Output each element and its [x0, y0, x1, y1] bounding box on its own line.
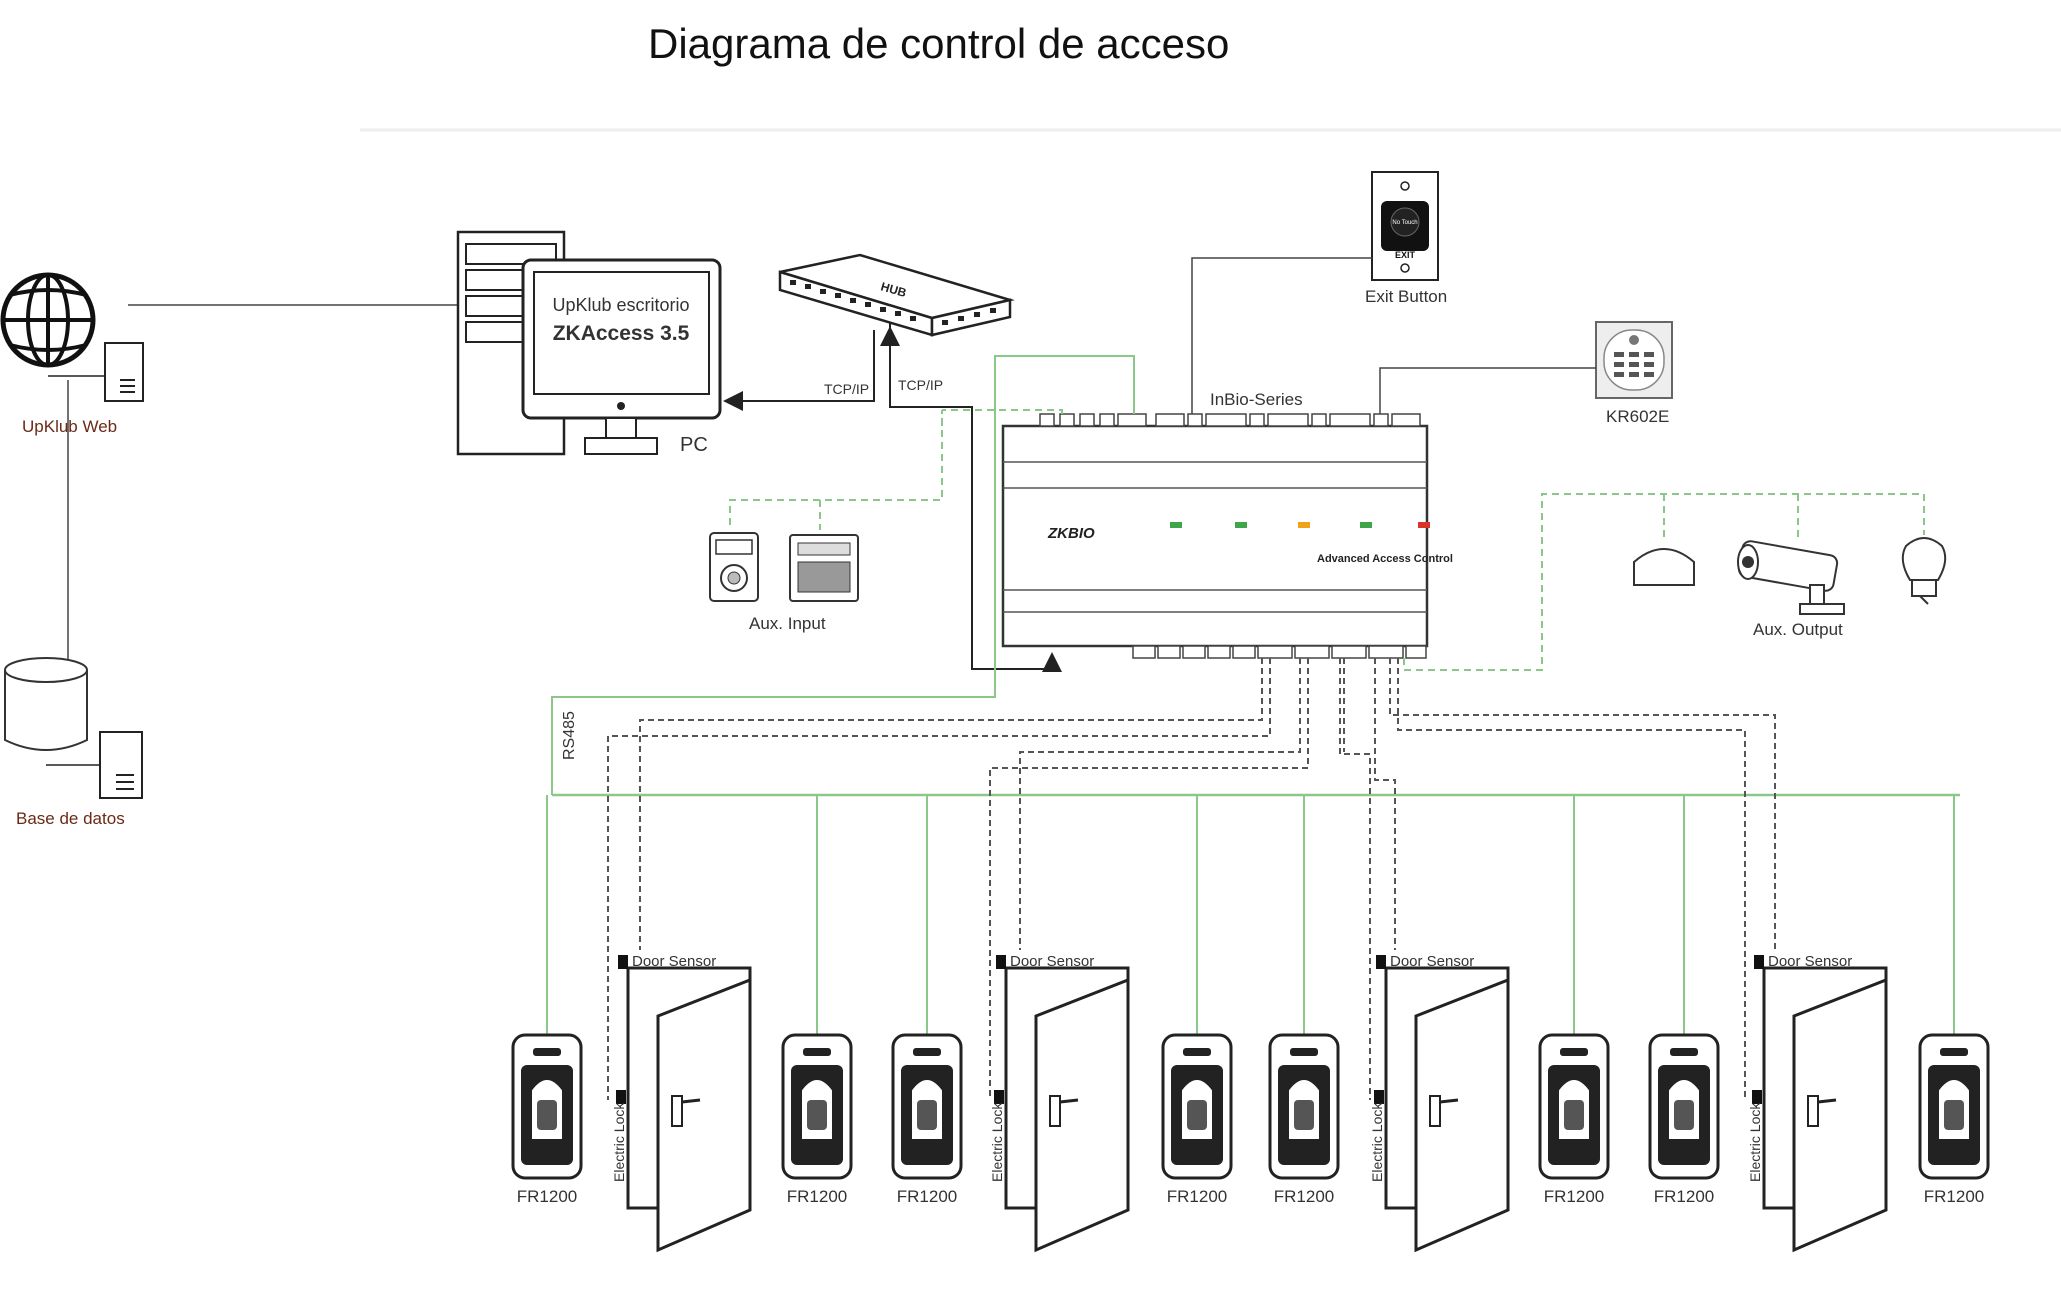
reader-label: FR1200 [897, 1187, 957, 1206]
door-sensor-icon [1754, 955, 1764, 969]
door-icon[interactable] [1752, 955, 1888, 1253]
reader-label: FR1200 [1924, 1187, 1984, 1206]
web-server-icon [104, 342, 144, 402]
exit-button-label: Exit Button [1365, 287, 1447, 306]
globe-icon [0, 272, 96, 368]
pc-screen-line2: ZKAccess 3.5 [553, 322, 690, 345]
door-sensor-label: Door Sensor [632, 953, 716, 970]
door-icon[interactable] [616, 955, 752, 1253]
controller-brand: ZKBIO [1047, 525, 1095, 542]
exit-link [1191, 257, 1372, 425]
keypad-icon [1595, 321, 1673, 399]
reader-label: FR1200 [1544, 1187, 1604, 1206]
door-icon[interactable] [1374, 955, 1510, 1253]
aux-input-sensor-icon [709, 532, 759, 602]
hub-icon: HUB [778, 253, 1015, 337]
reader-label: FR1200 [1654, 1187, 1714, 1206]
rs485-trunk [551, 355, 1135, 795]
reader-drops [546, 795, 1955, 1035]
door-icon[interactable] [994, 955, 1130, 1253]
reader-label: FR1200 [1167, 1187, 1227, 1206]
fingerprint-reader-icon [511, 1033, 583, 1180]
door-sensor-icon [1376, 955, 1386, 969]
door-wiring [607, 658, 1776, 1100]
aux-input-panel-icon [789, 534, 859, 602]
siren-icon [1633, 548, 1695, 586]
fingerprint-reader-icon [1918, 1033, 1990, 1180]
controller-caption: Advanced Access Control [1317, 553, 1453, 565]
electric-lock-icon [1374, 1090, 1384, 1104]
pc-monitor-icon [521, 258, 722, 455]
electric-lock-label: Electric Lock [1747, 1102, 1763, 1182]
keypad-link [1379, 367, 1596, 425]
light-bulb-icon [1901, 537, 1947, 605]
hub-pc-link [723, 330, 875, 411]
door-sensor-icon [996, 955, 1006, 969]
fingerprint-reader-icon [781, 1033, 853, 1180]
aux-output-label: Aux. Output [1753, 620, 1843, 639]
web-label: UpKlub Web [22, 417, 117, 436]
hub-ports [790, 280, 996, 325]
exit-face-bottom: EXIT [1395, 250, 1416, 260]
hub-text: HUB [879, 279, 908, 300]
reader-label: FR1200 [1274, 1187, 1334, 1206]
db-server-icon [99, 731, 143, 799]
pc-label: PC [680, 434, 708, 456]
electric-lock-label: Electric Lock [1369, 1102, 1385, 1182]
fingerprint-reader-icon [1161, 1033, 1233, 1180]
controller-series: InBio-Series [1210, 390, 1303, 409]
exit-button-icon[interactable]: No Touch EXIT [1371, 171, 1439, 281]
keypad-label: KR602E [1606, 407, 1669, 426]
fingerprint-reader-icon [891, 1033, 963, 1180]
diagram-title: Diagrama de control de acceso [648, 20, 1229, 67]
electric-lock-icon [994, 1090, 1004, 1104]
electric-lock-label: Electric Lock [989, 1102, 1005, 1182]
fingerprint-reader-icon [1538, 1033, 1610, 1180]
reader-label: FR1200 [787, 1187, 847, 1206]
hub-controller-label: TCP/IP [898, 377, 943, 393]
aux-input-label: Aux. Input [749, 614, 826, 633]
electric-lock-icon [616, 1090, 626, 1104]
controller-icon [1001, 413, 1430, 659]
fingerprint-reader-icon [1268, 1033, 1340, 1180]
hub-pc-label: TCP/IP [824, 381, 869, 397]
camera-icon [1737, 540, 1845, 615]
door-sensor-label: Door Sensor [1768, 953, 1852, 970]
electric-lock-label: Electric Lock [611, 1102, 627, 1182]
exit-face-top: No Touch [1392, 220, 1417, 226]
door-sensor-label: Door Sensor [1390, 953, 1474, 970]
fingerprint-reader-icon [1648, 1033, 1720, 1180]
door-sensor-icon [618, 955, 628, 969]
readers-group: FR1200 FR1200 FR1200 FR1200 FR1200 FR1200 FR12… [511, 1033, 1990, 1206]
database-icon [4, 657, 88, 751]
pc-screen-line1: UpKlub escritorio [552, 295, 689, 315]
electric-lock-icon [1752, 1090, 1762, 1104]
door-sensor-label: Door Sensor [1010, 953, 1094, 970]
db-label: Base de datos [16, 809, 125, 828]
rs485-label: RS485 [561, 711, 578, 760]
reader-label: FR1200 [517, 1187, 577, 1206]
